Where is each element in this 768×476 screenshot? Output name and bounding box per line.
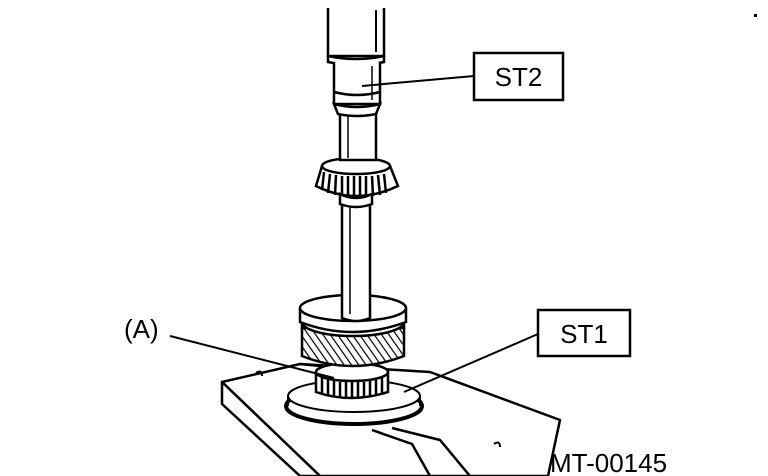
leader-st2 — [361, 75, 475, 87]
part-a-label: (A) — [124, 314, 159, 344]
st2-label-box — [472, 51, 565, 102]
corner-mark — [754, 14, 757, 17]
st2-label: ST2 — [495, 62, 543, 92]
leader-lines — [169, 75, 539, 393]
leader-st1 — [403, 333, 539, 393]
bearing-a — [314, 361, 390, 400]
leader-a — [169, 335, 335, 379]
st2-tool — [326, 8, 386, 118]
figure-code: MT-00145 — [550, 448, 667, 476]
st1-label-box — [536, 308, 632, 358]
upper-bearing — [314, 156, 400, 209]
st1-label: ST1 — [560, 319, 608, 349]
shaft — [340, 196, 372, 323]
